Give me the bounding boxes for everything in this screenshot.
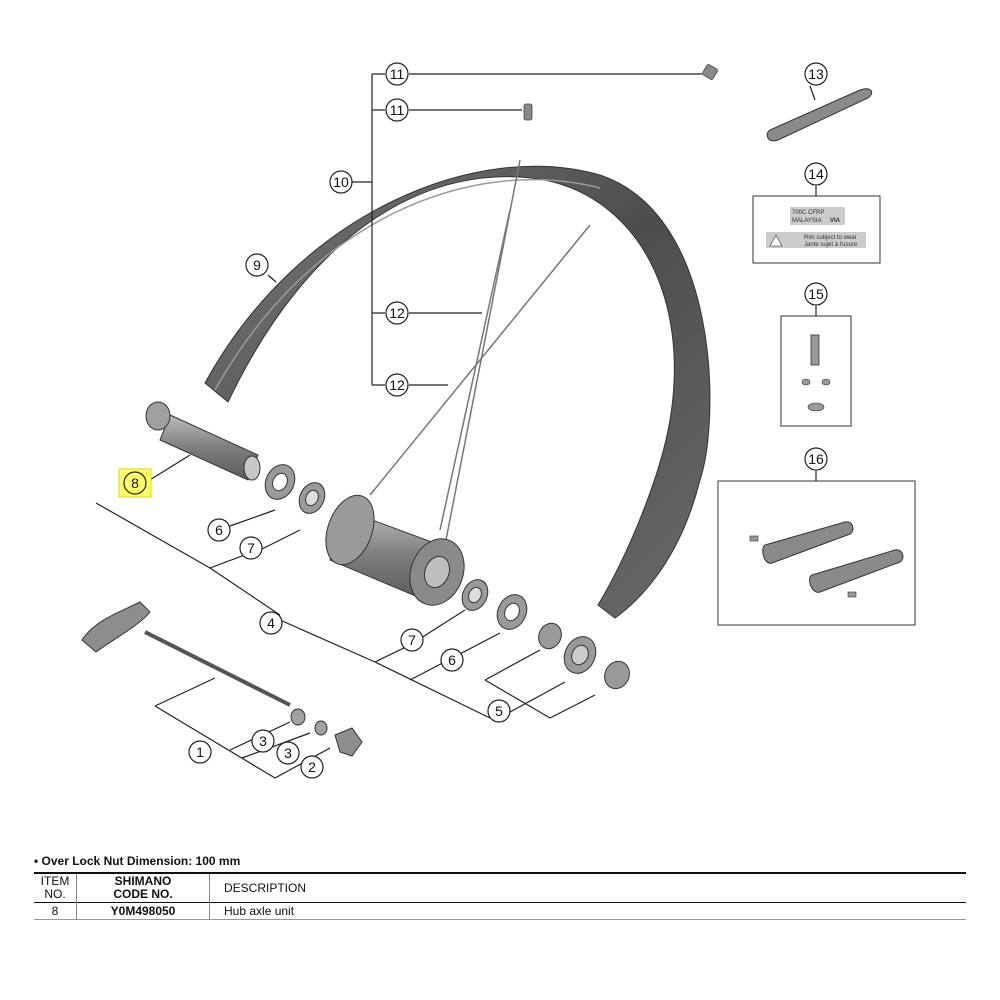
- spoke-wrench: [766, 88, 873, 142]
- svg-text:2: 2: [308, 759, 316, 775]
- spec-line: • Over Lock Nut Dimension: 100 mm: [34, 854, 241, 868]
- spoke-nipples: [523, 64, 718, 121]
- label-line1: 700C CFRP: [792, 210, 824, 216]
- label-warn1: Rim subject to wear: [804, 235, 857, 241]
- svg-text:8: 8: [131, 475, 139, 491]
- callout-13: 13: [804, 62, 828, 86]
- callout-12-bottom: 12: [385, 373, 409, 397]
- rim: [204, 165, 711, 619]
- callout-4: 4: [259, 611, 283, 635]
- svg-text:16: 16: [808, 451, 824, 467]
- svg-text:4: 4: [267, 615, 275, 631]
- quick-release-skewer: [81, 601, 363, 757]
- hub-small-parts: [264, 464, 630, 690]
- callout-11-top: 11: [385, 62, 409, 86]
- header-item-no: ITEM NO.: [34, 873, 77, 903]
- svg-text:9: 9: [253, 257, 261, 273]
- callout-16: 16: [804, 447, 828, 471]
- callout-3-bottom: 3: [276, 741, 300, 765]
- exploded-parts-diagram: 700C CFRP MALAYSIA VIA Rim subject to we…: [81, 62, 916, 779]
- row-description: Hub axle unit: [224, 904, 295, 918]
- svg-text:1: 1: [196, 744, 204, 760]
- parts-table: ITEM NO. SHIMANO CODE NO. DESCRIPTION 8 …: [34, 872, 966, 920]
- callout-7-bottom: 7: [400, 628, 424, 652]
- callout-7-top: 7: [239, 536, 263, 560]
- callout-10: 10: [329, 170, 353, 194]
- header-code-no: SHIMANO CODE NO.: [76, 873, 210, 903]
- svg-text:12: 12: [389, 377, 405, 393]
- callout-5: 5: [487, 699, 511, 723]
- brake-pads-box: [717, 480, 916, 626]
- svg-text:14: 14: [808, 166, 824, 182]
- callout-6-bottom: 6: [440, 648, 464, 672]
- hub-axle-unit: [145, 401, 261, 481]
- callout-15: 15: [804, 282, 828, 306]
- callout-3-top: 3: [251, 729, 275, 753]
- table-row: 8 Y0M498050 Hub axle unit: [34, 902, 966, 920]
- spokes: [369, 159, 591, 546]
- table-header-row: ITEM NO. SHIMANO CODE NO. DESCRIPTION: [34, 873, 966, 903]
- callout-11-bottom: 11: [385, 98, 409, 122]
- callout-8-highlighted: 8: [118, 468, 152, 498]
- callouts: 11 11 10 9 12 12 13 14 15 16 8 6 7 4 7 6…: [118, 62, 828, 779]
- label-mark: VIA: [830, 218, 841, 224]
- svg-text:13: 13: [808, 66, 824, 82]
- svg-text:3: 3: [259, 733, 267, 749]
- header-description: DESCRIPTION: [224, 880, 307, 895]
- callout-14: 14: [804, 162, 828, 186]
- svg-text:7: 7: [408, 632, 416, 648]
- svg-text:5: 5: [495, 703, 503, 719]
- svg-text:10: 10: [333, 174, 349, 190]
- hub-body: [325, 494, 465, 606]
- rim-label-box: 700C CFRP MALAYSIA VIA Rim subject to we…: [752, 195, 881, 264]
- svg-text:6: 6: [215, 522, 223, 538]
- svg-text:11: 11: [390, 102, 405, 118]
- label-warn2: Jante sujet à l'usure: [804, 242, 858, 248]
- svg-text:6: 6: [448, 652, 456, 668]
- callout-2: 2: [300, 755, 324, 779]
- svg-text:15: 15: [808, 286, 824, 302]
- svg-text:12: 12: [389, 305, 405, 321]
- callout-1: 1: [188, 740, 212, 764]
- svg-text:11: 11: [390, 66, 405, 82]
- callout-6-top: 6: [207, 518, 231, 542]
- callout-9: 9: [245, 253, 269, 277]
- svg-text:7: 7: [247, 540, 255, 556]
- valve-parts-box: [780, 315, 852, 427]
- callout-12-top: 12: [385, 301, 409, 325]
- svg-text:3: 3: [284, 745, 292, 761]
- label-line2: MALAYSIA: [792, 218, 822, 224]
- row-code-no: Y0M498050: [76, 902, 210, 920]
- row-item-no: 8: [34, 902, 77, 920]
